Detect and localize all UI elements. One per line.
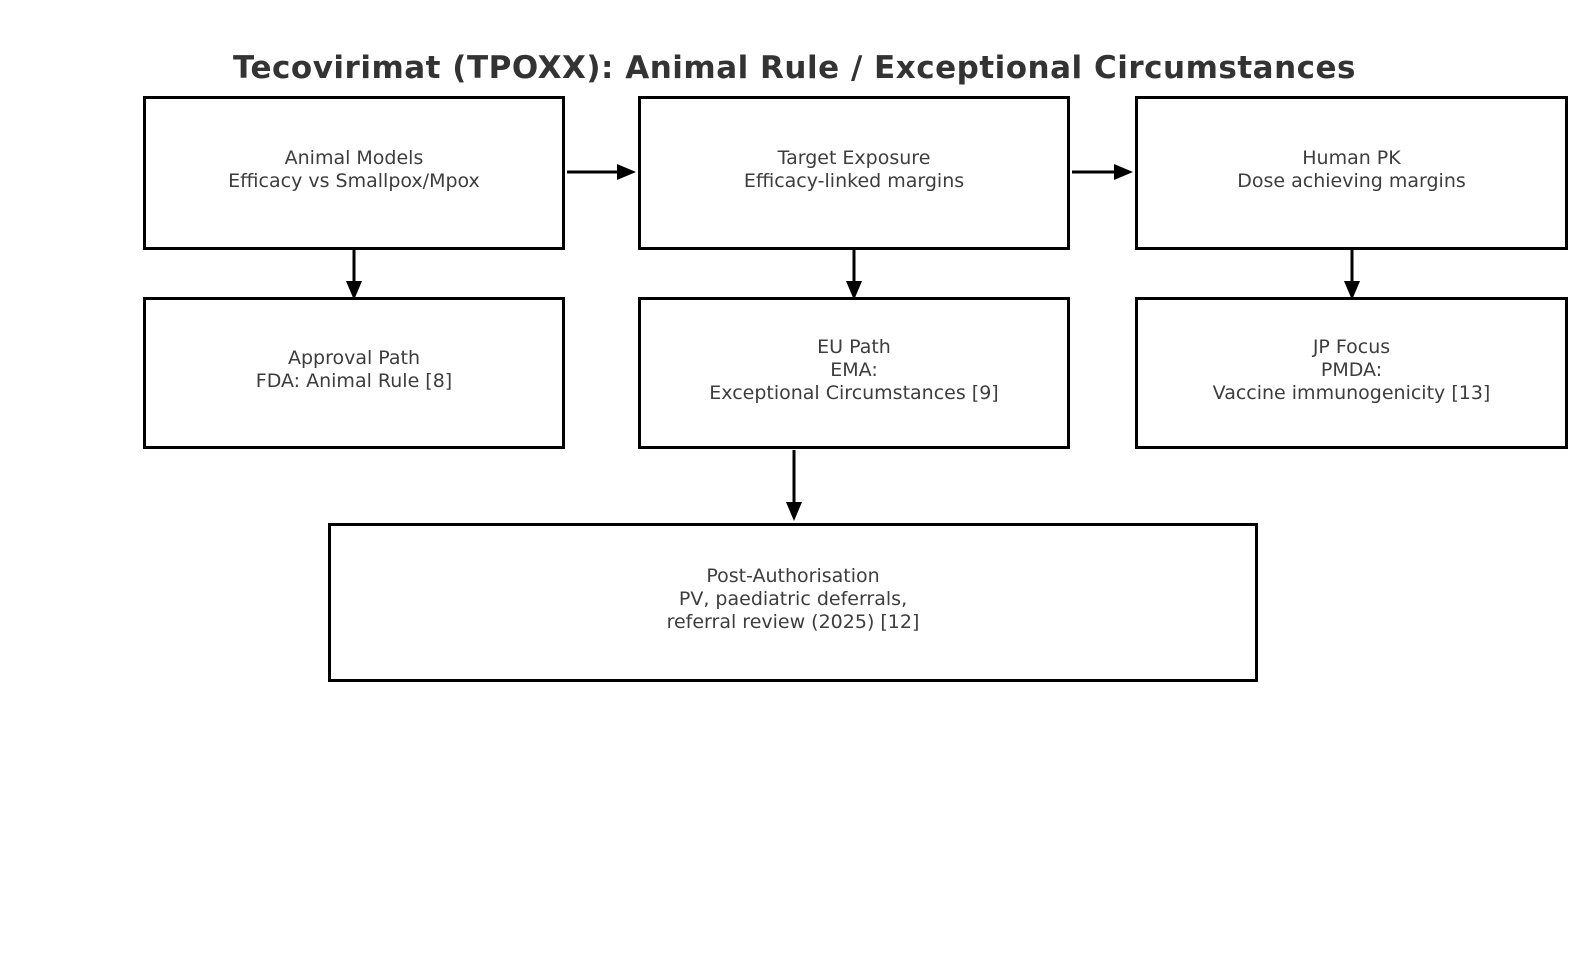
diagram-title: Tecovirimat (TPOXX): Animal Rule / Excep… <box>232 50 1356 86</box>
node-line: referral review (2025) [12] <box>666 611 920 633</box>
node-target-exposure: Target Exposure Efficacy-linked margins <box>638 96 1070 250</box>
node-line: Target Exposure <box>777 147 931 169</box>
node-line: Vaccine immunogenicity [13] <box>1212 381 1491 404</box>
node-line: JP Focus <box>1312 335 1391 358</box>
arrow-target-exposure-to-human-pk-icon <box>1072 164 1133 180</box>
node-line: Approval Path <box>287 347 421 369</box>
node-animal-models-label: Animal Models Efficacy vs Smallpox/Mpox <box>228 147 480 193</box>
node-human-pk-label: Human PK Dose achieving margins <box>1237 147 1466 193</box>
node-line: FDA: Animal Rule [8] <box>255 370 453 392</box>
node-line: Post-Authorisation <box>706 565 880 587</box>
node-line: Efficacy vs Smallpox/Mpox <box>228 170 480 192</box>
node-jp-focus: JP Focus PMDA: Vaccine immunogenicity [1… <box>1135 297 1568 449</box>
arrow-target-exposure-to-eu-path-icon <box>846 250 862 300</box>
node-post-authorisation: Post-Authorisation PV, paediatric deferr… <box>328 523 1258 682</box>
node-line: Animal Models <box>284 147 424 169</box>
node-approval-path-label: Approval Path FDA: Animal Rule [8] <box>256 347 452 393</box>
node-eu-path: EU Path EMA: Exceptional Circumstances [… <box>638 297 1070 449</box>
arrow-eu-path-to-post-authorisation-icon <box>786 450 802 521</box>
node-line: PV, paediatric deferrals, <box>678 588 908 610</box>
node-jp-focus-label: JP Focus PMDA: Vaccine immunogenicity [1… <box>1213 336 1491 405</box>
node-line: PMDA: <box>1320 358 1383 381</box>
node-line: Efficacy-linked margins <box>743 170 965 192</box>
arrow-animal-models-to-approval-path-icon <box>346 250 362 300</box>
node-line: EMA: <box>830 358 878 381</box>
node-approval-path: Approval Path FDA: Animal Rule [8] <box>143 297 565 449</box>
arrow-human-pk-to-jp-focus-icon <box>1344 250 1360 300</box>
node-line: Exceptional Circumstances [9] <box>709 381 999 404</box>
node-human-pk: Human PK Dose achieving margins <box>1135 96 1568 250</box>
node-target-exposure-label: Target Exposure Efficacy-linked margins <box>744 147 964 193</box>
node-line: Human PK <box>1302 147 1401 169</box>
arrow-animal-models-to-target-exposure-icon <box>567 164 636 180</box>
node-line: Dose achieving margins <box>1237 170 1466 192</box>
node-eu-path-label: EU Path EMA: Exceptional Circumstances [… <box>709 336 998 405</box>
node-line: EU Path <box>817 335 891 358</box>
node-post-authorisation-label: Post-Authorisation PV, paediatric deferr… <box>667 565 920 634</box>
node-animal-models: Animal Models Efficacy vs Smallpox/Mpox <box>143 96 565 250</box>
